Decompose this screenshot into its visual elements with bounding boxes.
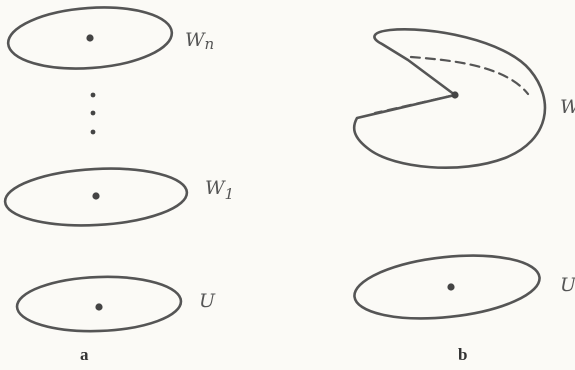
disk-u-a <box>15 275 183 333</box>
panel-caption-a: a <box>80 345 89 364</box>
disk-wn <box>6 6 174 70</box>
label-wn: Wn <box>185 29 214 53</box>
label-u-b: U <box>560 274 575 296</box>
panel-caption-b: b <box>458 345 467 364</box>
ellipsis-dot-1 <box>90 92 96 98</box>
panel-a: Wn W1 U a <box>3 6 234 364</box>
label-w1-sub: 1 <box>225 185 235 203</box>
hidden-cut-line <box>373 93 457 115</box>
disk-w1 <box>3 167 189 227</box>
ellipsis-dot-2 <box>90 110 96 116</box>
label-wn-main: W <box>185 29 206 51</box>
center-point-w1 <box>92 192 100 200</box>
label-w-b: W <box>560 96 575 118</box>
label-w1-main: W <box>205 177 226 199</box>
label-w1: W1 <box>205 177 234 203</box>
center-point-w <box>451 91 459 99</box>
ellipsis-dot-3 <box>90 129 96 135</box>
label-wn-sub: n <box>205 35 215 53</box>
center-point-u-b <box>447 283 455 291</box>
helicoid-cover <box>352 28 547 170</box>
disk-u-b <box>353 254 541 320</box>
center-point-u-a <box>95 303 103 311</box>
label-u-a: U <box>199 290 216 312</box>
center-point-wn <box>86 34 94 42</box>
hidden-sheet-boundary <box>409 55 530 96</box>
panel-b: W U b <box>352 28 575 364</box>
